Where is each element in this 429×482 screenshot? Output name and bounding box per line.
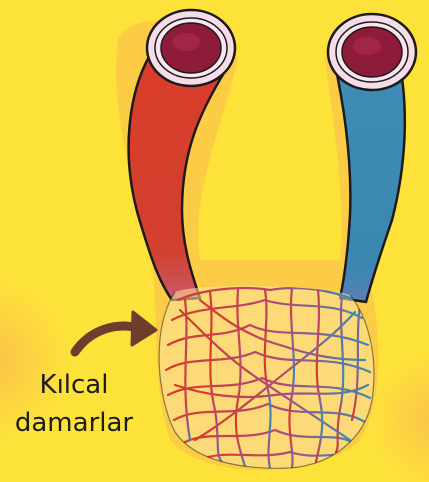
right-glow-shape (370, 350, 429, 482)
capillaries-label-line2: damarlar (14, 410, 134, 436)
capillary-bed (159, 286, 374, 468)
capillaries-label-line1: Kılcal (14, 372, 134, 398)
artery-opening (147, 10, 235, 86)
pointer-arrow (75, 312, 156, 352)
vein-opening (328, 14, 416, 90)
